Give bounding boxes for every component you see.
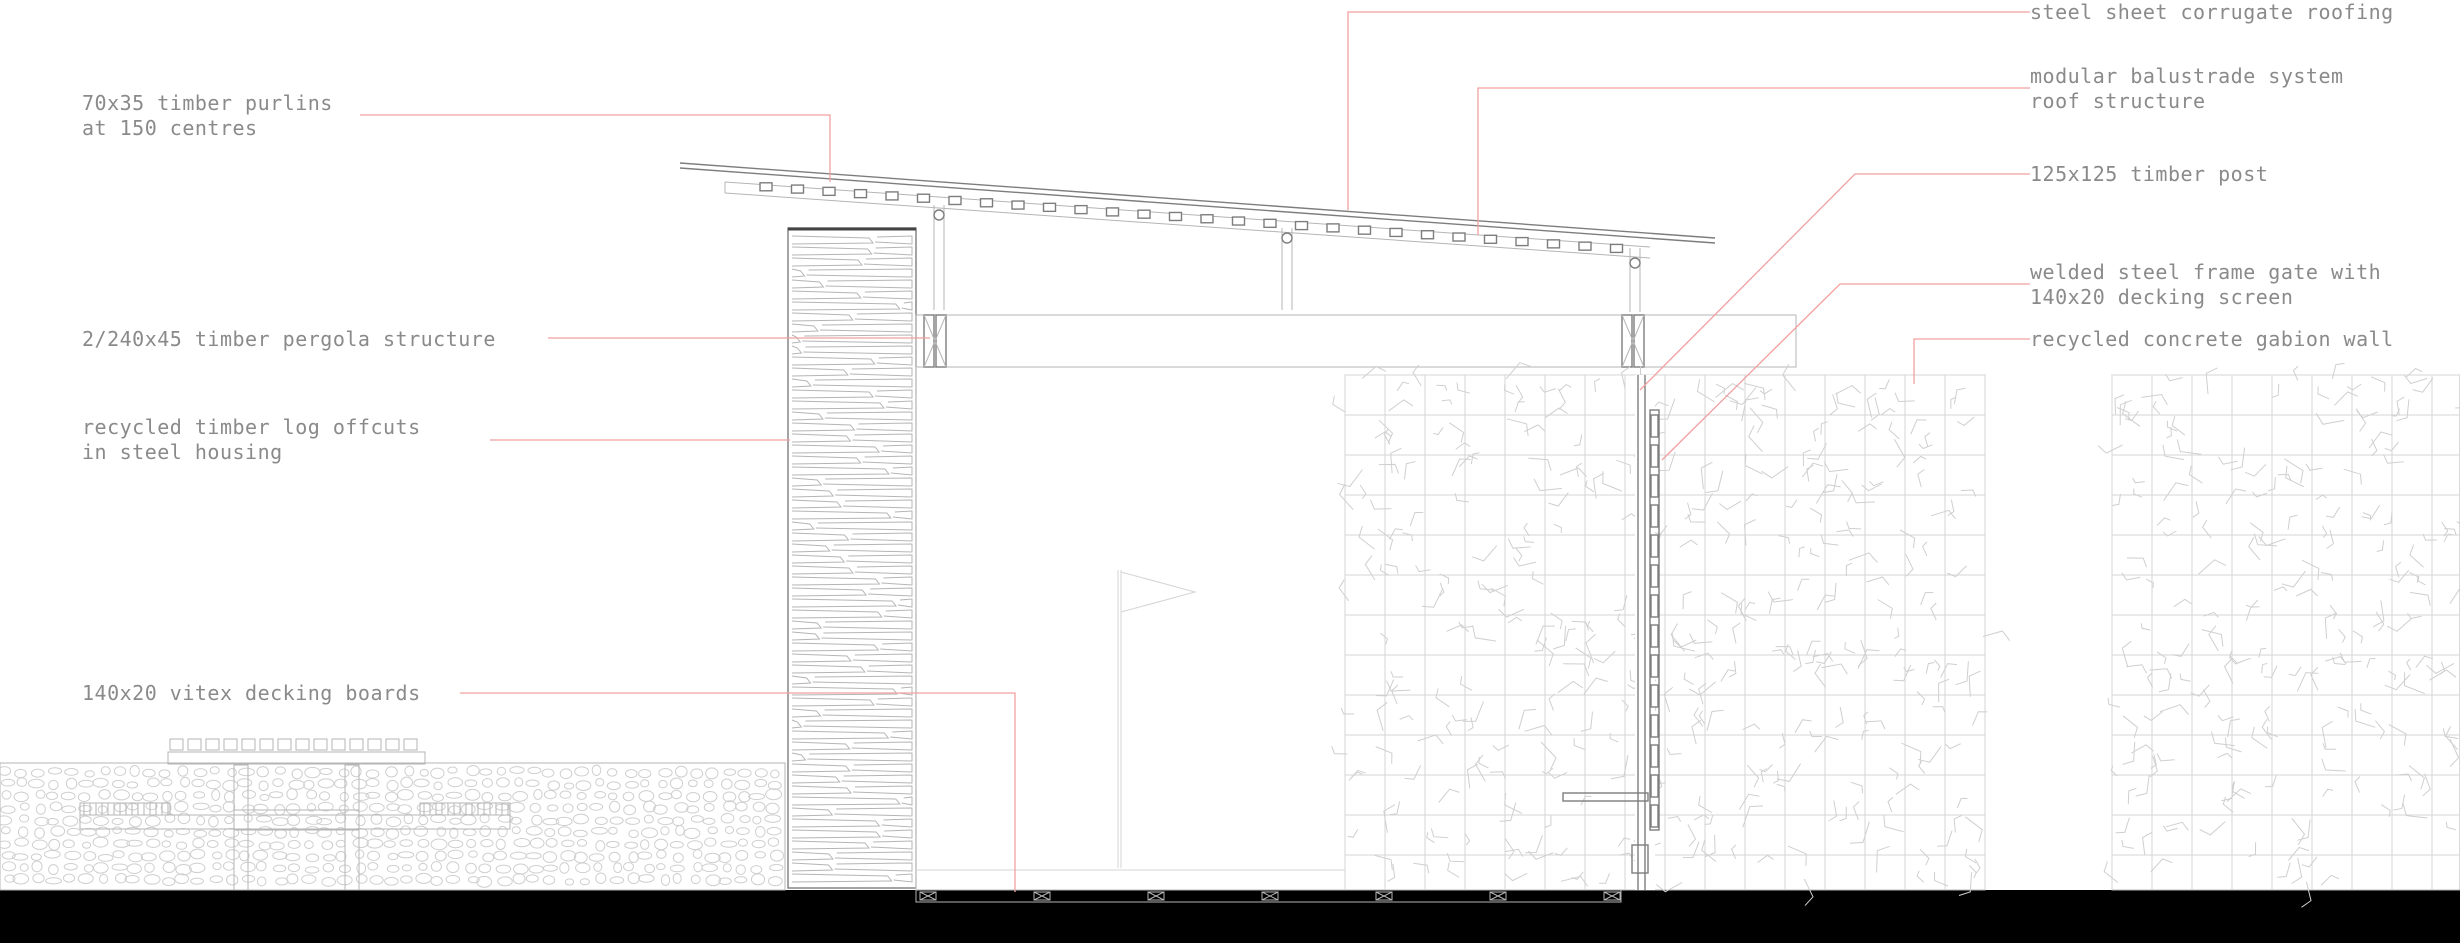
- label-purlins-1: 70x35 timber purlins: [82, 91, 333, 115]
- gabion-wall-center: [1331, 362, 2011, 906]
- timber-log-column: [787, 227, 917, 889]
- timber-post-and-gate: [1562, 375, 1660, 890]
- label-roofing: steel sheet corrugate roofing: [2030, 0, 2394, 24]
- corrugated-roof: [679, 162, 1716, 312]
- label-timber-log-2: in steel housing: [82, 440, 283, 464]
- label-balustrade-2: roof structure: [2030, 89, 2206, 113]
- interior-outline: [915, 367, 1345, 890]
- ground-slab: [0, 890, 2460, 943]
- label-gabion: recycled concrete gabion wall: [2030, 327, 2394, 351]
- label-purlins-2: at 150 centres: [82, 116, 258, 140]
- label-post: 125x125 timber post: [2030, 162, 2268, 186]
- label-balustrade-1: modular balustrade system: [2030, 64, 2344, 88]
- leader-lines: [360, 11, 2030, 892]
- annotation-labels: 70x35 timber purlins at 150 centres 2/24…: [82, 0, 2394, 705]
- low-stone-wall: [0, 738, 786, 891]
- label-decking: 140x20 vitex decking boards: [82, 681, 421, 705]
- label-pergola: 2/240x45 timber pergola structure: [82, 327, 496, 351]
- gabion-wall-right: [2097, 362, 2460, 908]
- pergola-beam: [915, 314, 1797, 368]
- label-gate-2: 140x20 decking screen: [2030, 285, 2293, 309]
- label-timber-log-1: recycled timber log offcuts: [82, 415, 421, 439]
- decking-joists: [915, 889, 1622, 903]
- label-gate-1: welded steel frame gate with: [2030, 260, 2381, 284]
